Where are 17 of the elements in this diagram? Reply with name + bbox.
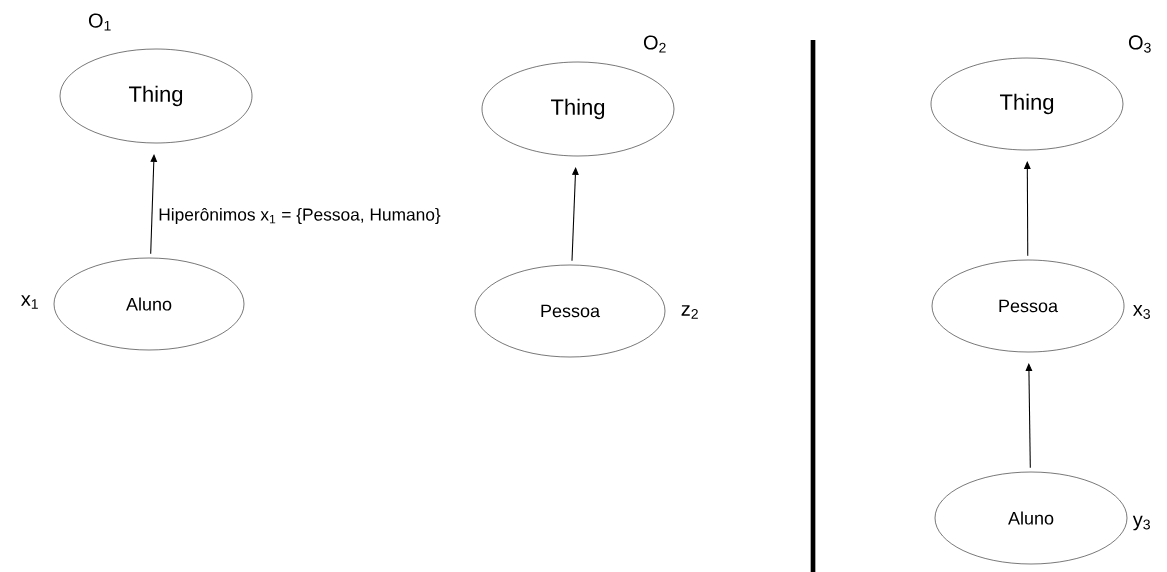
variable-label: x$_{3}$	[1133, 305, 1150, 319]
ellipse-node: Pessoa	[931, 259, 1125, 353]
ellipse-node: Aluno	[53, 257, 245, 351]
variable-label: O$_{2}$	[643, 35, 666, 53]
variable-label: O$_{1}$	[88, 13, 111, 31]
ellipse-node: Pessoa	[474, 264, 666, 358]
arrow	[1025, 363, 1033, 469]
hypernym-note: Hiperônimos x$_{1}$ = {Pessoa, Humano}	[159, 207, 441, 225]
ellipse-node: Thing	[930, 57, 1124, 151]
variable-label: x$_{1}$	[21, 295, 38, 309]
ellipse-node: Thing	[481, 61, 675, 157]
variable-label: O$_{3}$	[1128, 35, 1151, 53]
ellipse-node: Thing	[59, 48, 253, 144]
arrow	[1023, 161, 1031, 257]
ellipse-node: Aluno	[934, 471, 1128, 565]
variable-label: y$_{3}$	[1132, 515, 1150, 531]
variable-label: z$_{2}$	[681, 305, 698, 319]
